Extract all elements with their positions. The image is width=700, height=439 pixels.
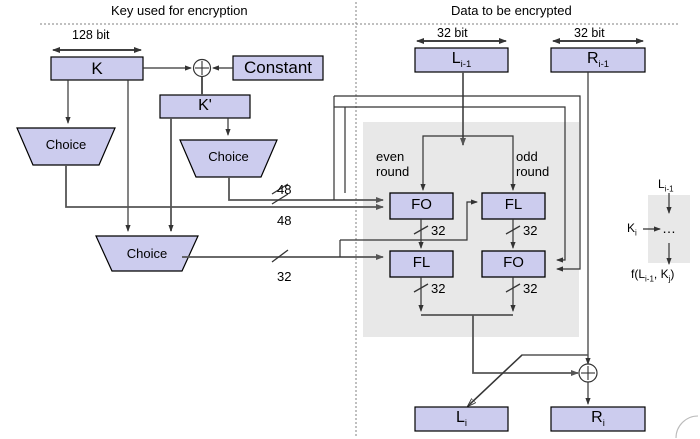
section-header-left: Key used for encryption	[111, 3, 248, 18]
even-round-line-1: even	[376, 149, 405, 164]
fl-odd-box-shape	[481, 192, 546, 220]
section-header-right: Data to be encrypted	[451, 3, 572, 18]
choice-box-1-shape	[16, 127, 116, 166]
bus-slash-marks	[271, 183, 289, 263]
input-left-box-shape	[414, 47, 509, 73]
round-bus-label-1: 32	[431, 223, 446, 238]
inset-body-label: …	[662, 220, 677, 236]
input-left-subscript: i-1	[460, 59, 472, 71]
bus-label-32-key: 32	[277, 269, 292, 284]
fl-odd-label: FL	[504, 196, 523, 213]
inset-bottom-label: f(Li-1, Kj)	[631, 268, 674, 283]
key-xor-gate	[192, 58, 212, 78]
inset-bottom-subscript-1: i-1	[645, 274, 654, 284]
round-bus-label-3: 32	[431, 281, 446, 296]
odd-round-line-2: round	[516, 164, 550, 179]
even-round-line-2: round	[376, 164, 410, 179]
input-right-subscript: i-1	[598, 59, 610, 71]
output-left-subscript: i	[464, 418, 468, 430]
choice-box-3-label: Choice	[126, 246, 168, 261]
choice-box-2-label: Choice	[208, 149, 249, 164]
input-right-box-shape	[550, 47, 646, 73]
bus-label-48-top: 48	[277, 182, 292, 197]
even-round-label: even round	[376, 149, 409, 179]
inset-top-base: L	[658, 177, 665, 191]
wire-cross-to-lout	[469, 354, 588, 405]
fo-odd-label: FO	[503, 254, 524, 271]
inset-key-label: Ki	[627, 222, 637, 237]
input-left-label: Li-1	[415, 51, 508, 70]
corner-arc-artifact	[675, 415, 699, 439]
constant-box-shape	[232, 55, 324, 81]
choice-box-3-shape	[95, 235, 199, 272]
wire-wrap-outer-top	[334, 95, 581, 272]
output-right-base: R	[591, 409, 603, 426]
input-left-base: L	[451, 50, 461, 67]
input-right-base: R	[586, 50, 599, 67]
wire-round-merge-down	[472, 315, 579, 376]
wire-choice2-to-fo-even	[228, 177, 384, 203]
dim-label-128bit: 128 bit	[72, 28, 110, 42]
wire-choice1-to-fl-even	[65, 165, 384, 210]
output-xor-gate	[578, 363, 598, 383]
inset-bottom-end: )	[670, 267, 675, 281]
odd-round-line-1: odd	[516, 149, 538, 164]
k-box-label: K	[91, 59, 103, 78]
kprime-box-shape	[159, 94, 251, 119]
dim-label-32bit-right: 32 bit	[574, 26, 605, 40]
wire-fo-even-branch-to-fl-odd	[340, 199, 478, 241]
inset-key-subscript: i	[635, 228, 637, 238]
output-right-label: Ri	[551, 410, 645, 429]
choice-box-2-shape	[179, 139, 278, 178]
round-bus-label-2: 32	[523, 223, 538, 238]
inset-bottom-subscript-2: j	[668, 274, 671, 284]
dim-label-32bit-left: 32 bit	[437, 26, 468, 40]
round-bus-label-4: 32	[523, 281, 538, 296]
inset-key-base: K	[627, 221, 636, 235]
fl-even-label: FL	[412, 254, 431, 271]
fo-odd-box-shape	[481, 250, 546, 278]
inset-top-label: Li-1	[658, 178, 674, 193]
choice-box-1-label: Choice	[45, 137, 87, 152]
fl-even-box-shape	[389, 250, 454, 278]
fo-even-label: FO	[411, 196, 432, 213]
output-right-box-shape	[550, 406, 646, 432]
output-left-base: L	[455, 409, 465, 426]
odd-round-label: odd round	[516, 149, 549, 179]
input-right-label: Ri-1	[551, 51, 645, 70]
inset-bottom-mid: , K	[653, 267, 669, 281]
kprime-box-label: K'	[198, 97, 212, 114]
round-bus-slashes	[413, 225, 521, 293]
inset-bottom-base: f(L	[631, 267, 646, 281]
output-left-label: Li	[415, 410, 508, 429]
round-group-background	[363, 122, 579, 337]
wire-round-split	[422, 135, 514, 150]
output-right-subscript: i	[602, 418, 605, 430]
wire-wrap-inner-top	[334, 106, 566, 263]
constant-box-label: Constant	[243, 58, 313, 77]
output-left-box-shape	[414, 406, 509, 432]
bus-label-48-bottom: 48	[277, 213, 292, 228]
wire-cross-arrow-lout	[468, 354, 523, 406]
inset-top-subscript: i-1	[664, 184, 674, 194]
